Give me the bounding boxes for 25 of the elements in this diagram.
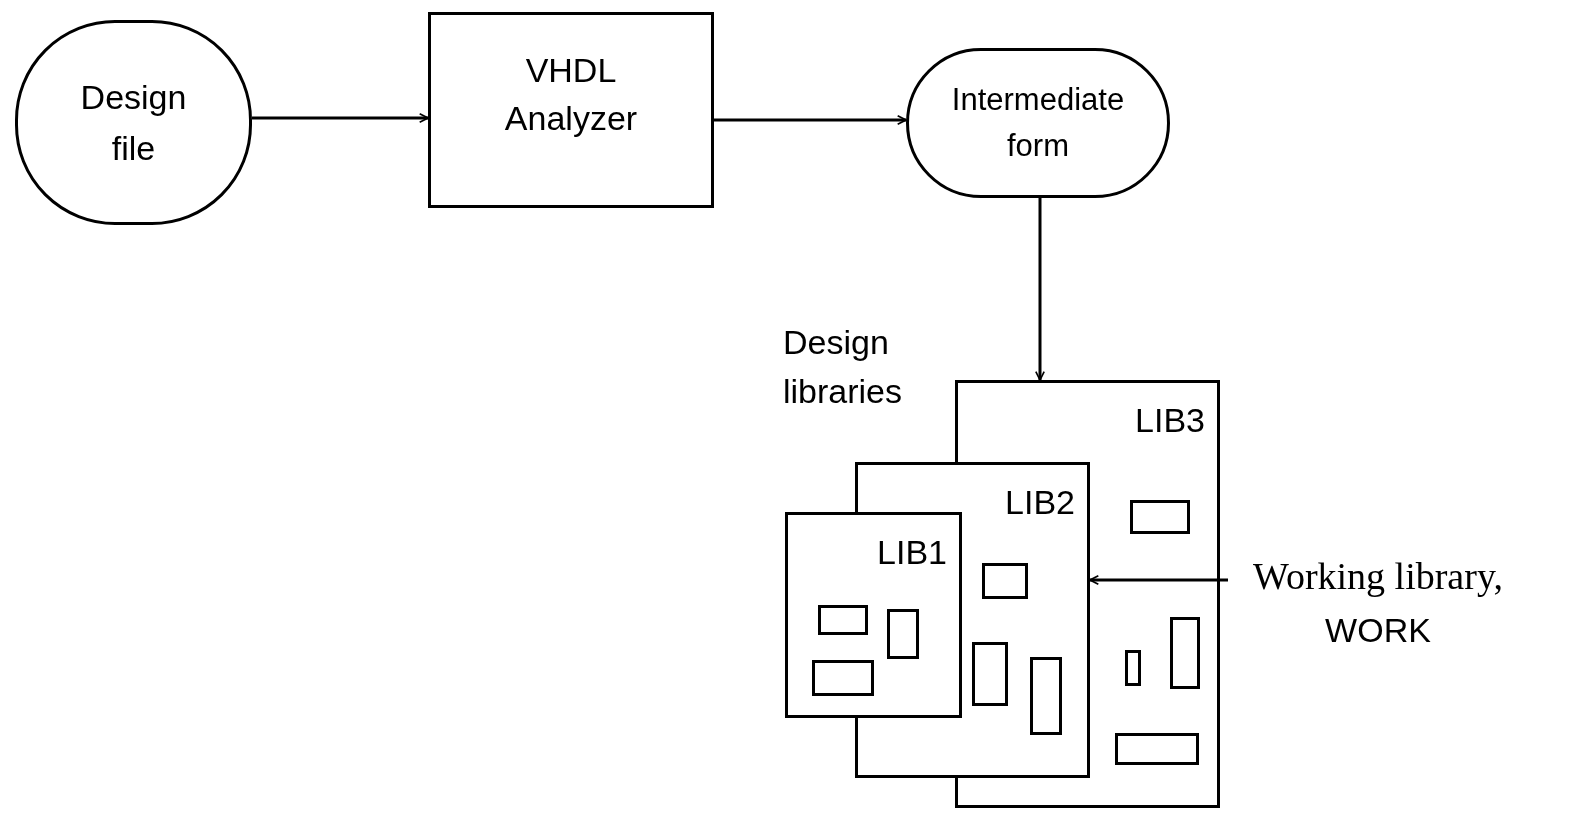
library-label: LIB3: [1135, 400, 1205, 441]
library-label: LIB1: [877, 532, 947, 573]
design-unit-rect: [1030, 657, 1062, 735]
arrow: [714, 115, 907, 125]
node-label: VHDL Analyzer: [503, 50, 639, 139]
design-unit-rect: [818, 605, 868, 635]
design-unit-rect: [972, 642, 1008, 706]
design-unit-rect: [812, 660, 874, 696]
arrow: [252, 113, 429, 123]
design-unit-rect: [887, 609, 919, 659]
design-unit-rect: [1115, 733, 1199, 765]
library-label: LIB2: [1005, 482, 1075, 523]
design-unit-rect: [1130, 500, 1190, 534]
design-unit-rect: [1125, 650, 1141, 686]
group-label: Design libraries: [783, 322, 904, 413]
arrow: [1035, 198, 1045, 381]
node-label: WORK: [1325, 610, 1431, 652]
arrow: [1089, 575, 1228, 585]
node-label: Design file: [79, 76, 188, 169]
node-label: Working library,: [1253, 554, 1503, 599]
design-unit-rect: [982, 563, 1028, 599]
process-box: [428, 12, 714, 208]
node-label: Intermediate form: [950, 80, 1126, 165]
design-unit-rect: [1170, 617, 1200, 689]
library-box: [785, 512, 962, 718]
